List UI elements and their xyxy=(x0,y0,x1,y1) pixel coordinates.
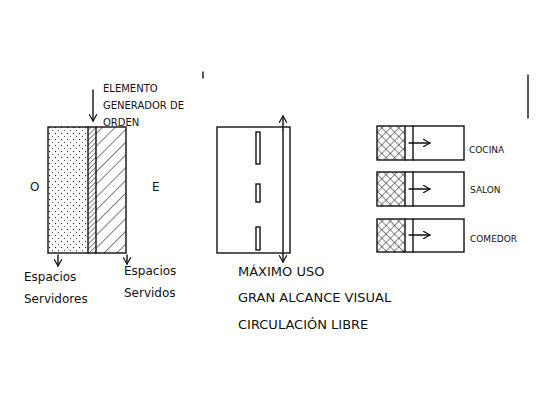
room-label: COMEDOR xyxy=(470,233,517,245)
design-note: GRAN ALCANCE VISUAL xyxy=(238,290,391,306)
orientation-label: E xyxy=(152,180,160,195)
zone-label: Espacios Servidores xyxy=(24,266,96,310)
room-label: COCINA xyxy=(469,144,504,156)
orientation-label: O xyxy=(30,180,39,195)
design-note: CIRCULACIÓN LIBRE xyxy=(238,317,368,333)
zone-label: Espacios Servidos xyxy=(124,260,188,304)
design-note: MÁXIMO USO xyxy=(238,264,324,280)
room-label: SALON xyxy=(470,184,501,196)
order-element-note: ELEMENTO GENERADOR DE ORDEN xyxy=(103,80,185,131)
